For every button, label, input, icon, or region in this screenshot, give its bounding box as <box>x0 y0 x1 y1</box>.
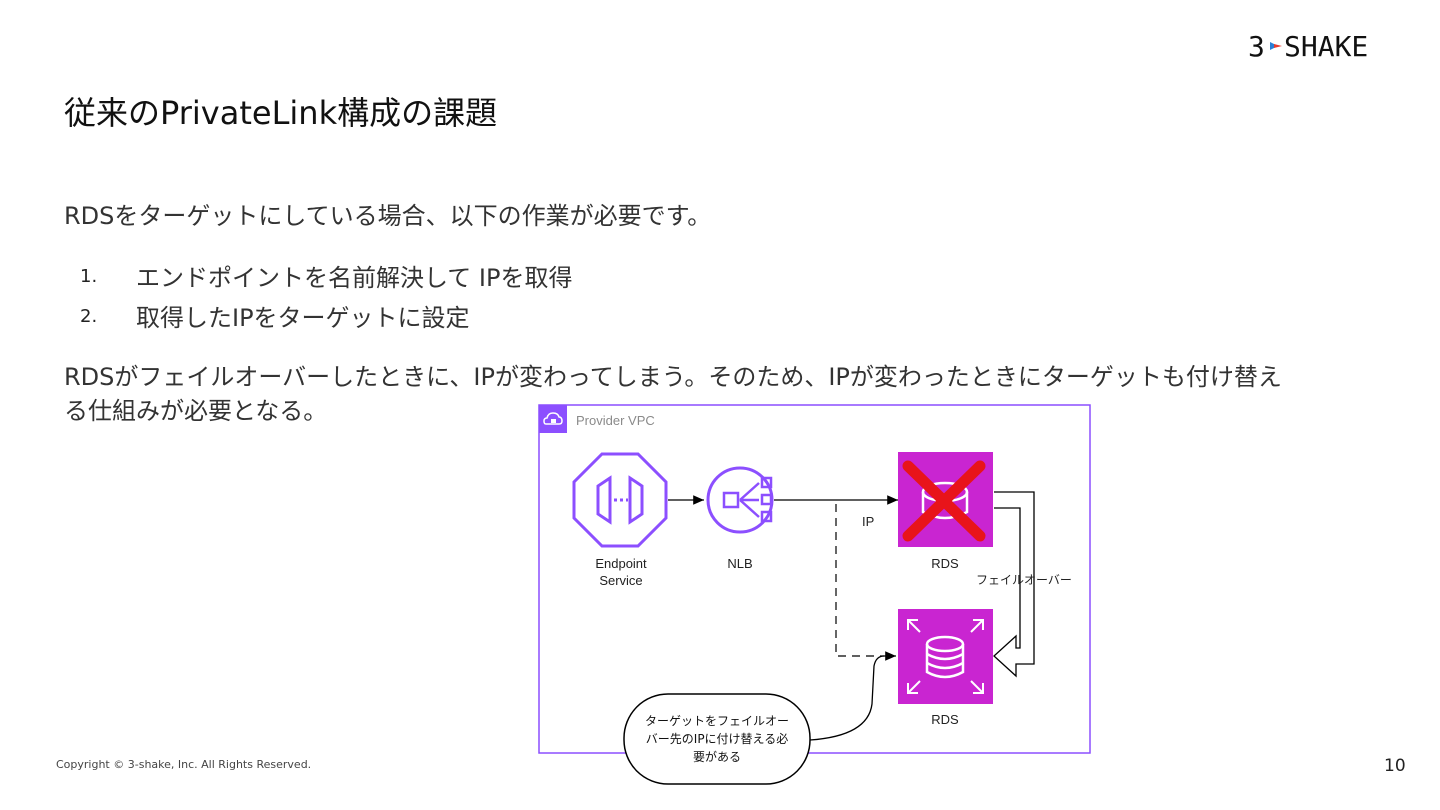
endpoint-label-line2: Service <box>599 573 642 588</box>
note-line-1: ターゲットをフェイルオー <box>645 714 789 728</box>
note-line-2: バー先のIPに付け替える必 <box>646 732 788 746</box>
vpc-boundary <box>538 404 1091 754</box>
logo-digit: 3 <box>1248 30 1266 62</box>
paragraph-line-1: RDSがフェイルオーバーしたときに、IPが変わってしまう。そのため、IPが変わっ… <box>64 363 1282 391</box>
step-text: エンドポイントを名前解決して IPを取得 <box>136 264 573 292</box>
paragraph-line-2: る仕組みが必要となる。 <box>64 397 328 425</box>
nlb-icon <box>706 466 774 534</box>
rds-standby-icon <box>898 609 993 704</box>
step-number: 2. <box>80 306 98 327</box>
failover-label: フェイルオーバー <box>976 573 1072 587</box>
rds-standby-label: RDS <box>931 712 959 727</box>
slide-title: 従来のPrivateLink構成の課題 <box>64 94 498 132</box>
endpoint-label-line1: Endpoint <box>595 556 647 571</box>
failover-arrow <box>993 491 1035 678</box>
failure-cross-icon <box>902 460 986 542</box>
step-text: 取得したIPをターゲットに設定 <box>136 304 470 332</box>
copyright-footer: Copyright © 3-shake, Inc. All Rights Res… <box>56 758 312 771</box>
logo-text: SHAKE <box>1284 30 1368 62</box>
page-number: 10 <box>1384 756 1406 776</box>
note-line-3: 要がある <box>693 749 741 764</box>
ip-label: IP <box>862 514 874 529</box>
company-logo: 3 SHAKE <box>1248 30 1388 63</box>
note-bubble <box>623 693 811 785</box>
endpoint-service-icon <box>572 452 668 548</box>
rds-primary-label: RDS <box>931 556 959 571</box>
step-number: 1. <box>80 266 98 287</box>
body-paragraph: RDSがフェイルオーバーしたときに、IPが変わってしまう。そのため、IPが変わっ… <box>64 360 1364 428</box>
architecture-diagram: Provider VPC Endpoint Service NLB IP RDS <box>538 404 1091 785</box>
lead-text: RDSをターゲットにしている場合、以下の作業が必要です。 <box>64 202 712 230</box>
nlb-label: NLB <box>727 556 752 571</box>
vpc-label: Provider VPC <box>576 413 655 428</box>
note-connector <box>809 655 885 741</box>
